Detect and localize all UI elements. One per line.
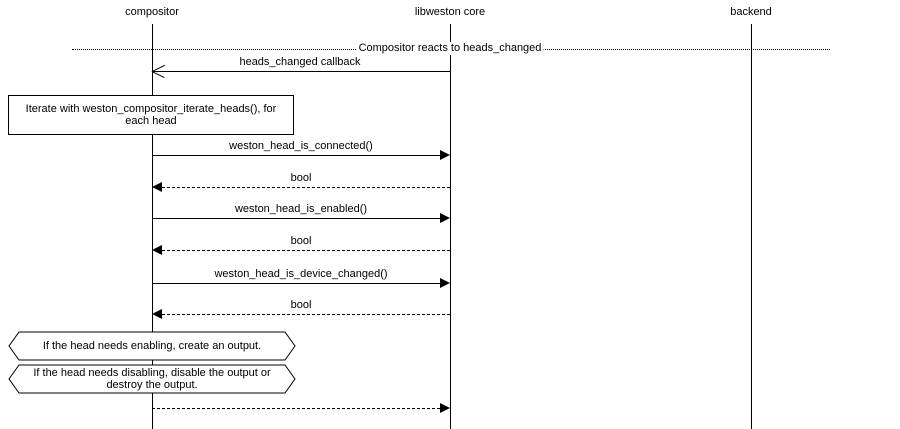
message-line-bool-return-connected xyxy=(162,187,450,188)
arrowhead-left-filled-bool-return-device-changed xyxy=(152,309,162,319)
participant-label-backend: backend xyxy=(730,6,772,18)
message-line-weston-head-is-connected xyxy=(152,155,440,156)
lifeline-libweston-core xyxy=(450,24,451,429)
condition-enable-head-text: If the head needs enabling, create an ou… xyxy=(42,339,262,352)
condition-enable-head: If the head needs enabling, create an ou… xyxy=(8,331,296,361)
message-label-bool-return-connected: bool xyxy=(287,172,315,185)
message-label-weston-head-is-enabled: weston_head_is_enabled() xyxy=(231,203,371,216)
condition-enable-head-shape xyxy=(8,331,296,361)
message-line-weston-head-is-device-changed xyxy=(152,283,440,284)
message-line-final-dashed-call xyxy=(152,408,440,409)
arrowhead-stroke-upper xyxy=(152,64,166,72)
message-line-bool-return-device-changed xyxy=(162,314,450,315)
participant-label-compositor: compositor xyxy=(125,6,179,18)
message-label-weston-head-is-connected: weston_head_is_connected() xyxy=(226,140,376,153)
condition-disable-head-text: If the head needs disabling, disable the… xyxy=(33,366,271,392)
arrowhead-right-filled-final-dashed-call xyxy=(440,403,450,413)
message-line-heads-changed-callback xyxy=(152,71,450,72)
message-label-bool-return-device-changed: bool xyxy=(287,299,315,312)
condition-disable-head: If the head needs disabling, disable the… xyxy=(8,364,296,394)
arrowhead-right-filled-weston-head-is-enabled xyxy=(440,213,450,223)
arrowhead-left-filled-bool-return-connected xyxy=(152,182,162,192)
arrowhead-left-filled-bool-return-enabled xyxy=(152,245,162,255)
note-iterate-heads-text: Iterate with weston_compositor_iterate_h… xyxy=(25,102,277,128)
participant-label-libweston-core: libweston core xyxy=(414,6,486,18)
lifeline-backend xyxy=(751,24,752,429)
message-label-heads-changed-callback: heads_changed callback xyxy=(236,56,364,69)
arrowhead-left-open-heads-changed-callback xyxy=(151,64,166,79)
note-iterate-heads: Iterate with weston_compositor_iterate_h… xyxy=(8,95,294,135)
arrowhead-stroke-lower xyxy=(151,71,165,79)
divider-label: Compositor reacts to heads_changed xyxy=(356,42,544,55)
arrowhead-right-filled-weston-head-is-connected xyxy=(440,150,450,160)
message-label-weston-head-is-device-changed: weston_head_is_device_changed() xyxy=(211,268,391,281)
lifeline-compositor xyxy=(152,24,153,429)
arrowhead-right-filled-weston-head-is-device-changed xyxy=(440,278,450,288)
message-line-weston-head-is-enabled xyxy=(152,218,440,219)
message-line-bool-return-enabled xyxy=(162,250,450,251)
condition-disable-head-shape xyxy=(8,364,296,394)
message-label-bool-return-enabled: bool xyxy=(287,235,315,248)
